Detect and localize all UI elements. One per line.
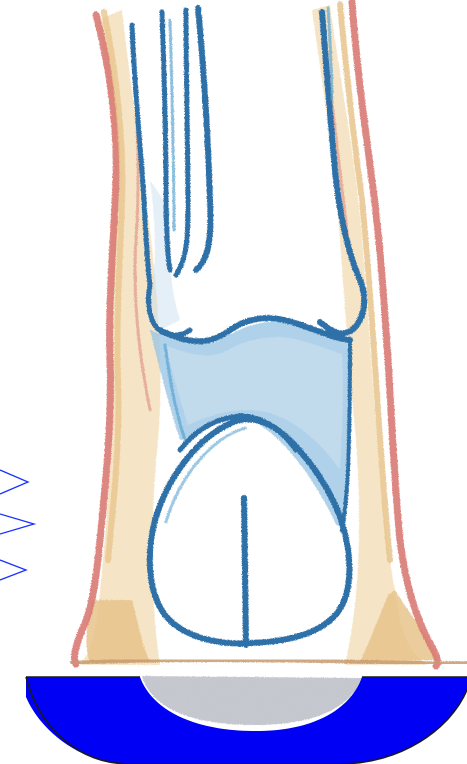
bone-line-4 [196, 8, 210, 270]
calcaneus-midline [244, 498, 246, 645]
bone-line-3 [176, 10, 188, 275]
chevron-icon-middle [0, 514, 34, 534]
bone-line-5 [170, 20, 174, 230]
chevron-icon-top [0, 470, 28, 494]
chevrons-group [0, 470, 34, 580]
chevron-icon-bottom [0, 560, 26, 580]
